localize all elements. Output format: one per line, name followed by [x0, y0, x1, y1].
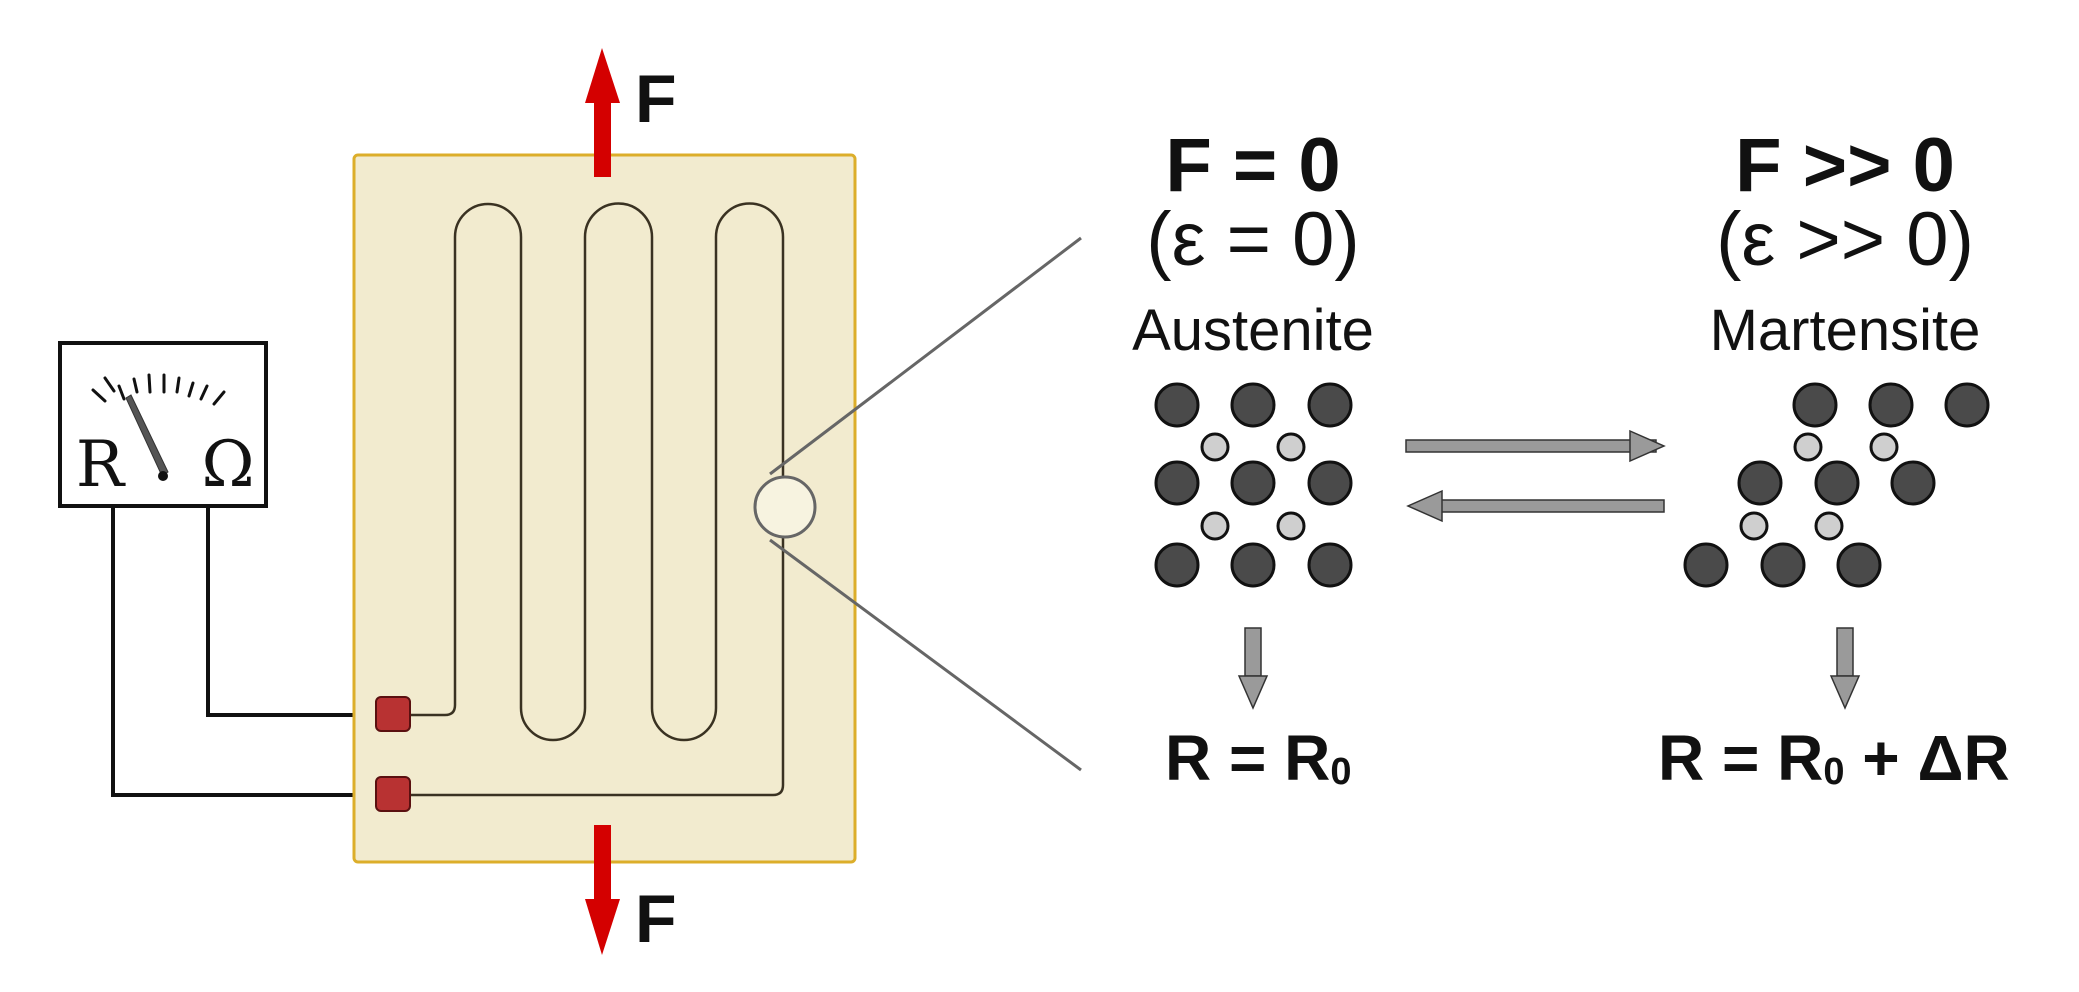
lead-wire-upper [206, 506, 392, 717]
austenite-phase-label: Austenite [1132, 298, 1374, 363]
large-atom [1760, 542, 1806, 588]
large-atom [1307, 542, 1353, 588]
small-atom [1869, 432, 1899, 462]
large-atom [1683, 542, 1729, 588]
meter-pivot [158, 471, 168, 481]
lead-wires [111, 506, 392, 797]
solder-pad-upper [375, 696, 411, 732]
reverse-transition-arrow [1406, 489, 1665, 523]
small-atom [1276, 511, 1306, 541]
austenite-strain-label: (ε = 0) [1146, 197, 1359, 282]
martensite-resistance: R = R0 + ΔR [1658, 722, 2010, 794]
zoom-callout [753, 236, 1082, 772]
large-atom [1154, 382, 1200, 428]
large-atom [1307, 382, 1353, 428]
large-atom [1890, 460, 1936, 506]
force-label-bottom: F [635, 881, 677, 957]
small-atom [1739, 511, 1769, 541]
large-atom [1154, 542, 1200, 588]
large-atom [1230, 542, 1276, 588]
zoom-circle [753, 475, 817, 539]
state-austenite: F = 0 (ε = 0) Austenite R = R0 [1132, 123, 1374, 794]
austenite-down-arrow [1237, 627, 1269, 710]
state-martensite: F >> 0 (ε >> 0) Martensite R = R0 + ΔR [1658, 123, 2010, 794]
martensite-force-label: F >> 0 [1735, 123, 1955, 208]
austenite-force-label: F = 0 [1165, 123, 1340, 208]
small-atom [1793, 432, 1823, 462]
martensite-down-arrow [1829, 627, 1861, 710]
small-atom [1276, 432, 1306, 462]
small-atom [1200, 511, 1230, 541]
ohmmeter-scale [91, 373, 226, 406]
small-atom [1200, 432, 1230, 462]
large-atom [1944, 382, 1990, 428]
force-label-top: F [635, 61, 677, 137]
forward-transition-arrow [1405, 429, 1666, 463]
large-atom [1230, 382, 1276, 428]
transition-arrows [1405, 429, 1666, 523]
large-atom [1836, 542, 1882, 588]
serpentine-grid [405, 202, 785, 797]
large-atom [1792, 382, 1838, 428]
large-atom [1307, 460, 1353, 506]
large-atom [1154, 460, 1200, 506]
solder-pad-lower [375, 776, 411, 812]
martensite-strain-label: (ε >> 0) [1716, 197, 1974, 282]
austenite-resistance: R = R0 [1165, 722, 1352, 794]
force-arrow-bottom [585, 825, 620, 955]
austenite-lattice [1154, 382, 1353, 588]
small-atom [1814, 511, 1844, 541]
large-atom [1868, 382, 1914, 428]
force-arrow-top [585, 48, 620, 177]
large-atom [1230, 460, 1276, 506]
large-atom [1814, 460, 1860, 506]
meter-label-ohm: Ω [201, 428, 254, 502]
martensite-lattice [1683, 382, 1990, 588]
ohmmeter: R Ω [58, 341, 268, 508]
martensite-phase-label: Martensite [1710, 298, 1981, 363]
meter-label-r: R [76, 428, 126, 502]
large-atom [1737, 460, 1783, 506]
lead-wire-lower [111, 506, 392, 797]
